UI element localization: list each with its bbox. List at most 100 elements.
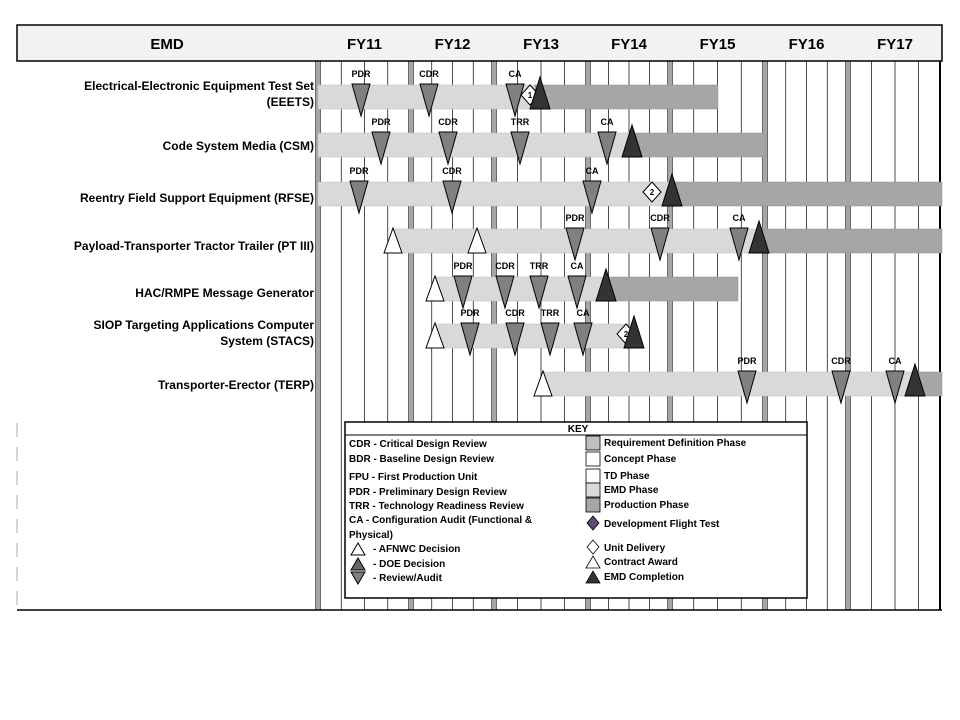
program-label: HAC/RMPE Message Generator xyxy=(135,286,314,300)
afnwc-decision-triangle xyxy=(467,226,487,254)
milestone-label: CA xyxy=(586,166,599,176)
key-title: KEY xyxy=(568,424,589,435)
review-audit-triangle xyxy=(460,322,480,357)
program-label: (EEETS) xyxy=(267,95,314,109)
review-audit-triangle xyxy=(349,180,369,215)
contract-award-icon xyxy=(585,555,601,569)
key-phase-label: Requirement Definition Phase xyxy=(604,438,747,449)
key-abbreviation: CDR - Critical Design Review xyxy=(349,439,487,450)
review-audit-triangle xyxy=(510,131,530,166)
milestone-label: CA xyxy=(509,69,522,79)
milestone-label: CDR xyxy=(419,69,439,79)
unit-delivery-diamond xyxy=(642,181,662,203)
header-title: EMD xyxy=(150,36,184,53)
emd-completion-triangle xyxy=(621,123,643,158)
emd-phase-bar xyxy=(317,181,671,207)
milestone-label: CDR xyxy=(650,213,670,223)
milestone-label: PDR xyxy=(371,117,391,127)
review-audit-triangle xyxy=(885,370,905,405)
review-audit-triangle xyxy=(351,83,371,118)
afnwc-decision-triangle xyxy=(383,226,403,254)
program-labels: Electrical-Electronic Equipment Test Set… xyxy=(74,79,314,392)
milestone-label: CDR xyxy=(495,261,515,271)
year-header: FY11 xyxy=(347,36,382,53)
milestone-label: CDR xyxy=(831,356,851,366)
year-header: FY14 xyxy=(611,36,648,53)
milestone-label: PDR xyxy=(460,308,480,318)
year-header: FY13 xyxy=(523,36,559,53)
review-audit-triangle xyxy=(597,131,617,166)
review-audit-triangle xyxy=(582,180,602,215)
development-flight-test-icon xyxy=(586,515,600,531)
review-audit-triangle xyxy=(540,322,560,357)
phase-swatch xyxy=(585,497,601,513)
milestone-label: PDR xyxy=(565,213,585,223)
program-label: Payload-Transporter Tractor Trailer (PT … xyxy=(74,239,314,253)
phase-swatch xyxy=(585,482,601,498)
milestone-label: CA xyxy=(577,308,590,318)
milestone-label: PDR xyxy=(351,69,371,79)
milestone-label: PDR xyxy=(737,356,757,366)
unit-delivery-number: 2 xyxy=(624,330,629,339)
milestone-label: CDR xyxy=(505,308,525,318)
milestone-label: TRR xyxy=(511,117,530,127)
afnwc-decision-icon xyxy=(350,542,366,556)
emd-phase-bar xyxy=(317,132,631,158)
phase-swatch xyxy=(585,435,601,451)
key-phase-label: Concept Phase xyxy=(604,454,677,465)
review-audit-triangle xyxy=(573,322,593,357)
key-phase-label: Production Phase xyxy=(604,500,689,511)
emd-completion-triangle xyxy=(661,172,683,207)
program-label: Reentry Field Support Equipment (RFSE) xyxy=(80,191,314,205)
key-abbreviation: PDR - Preliminary Design Review xyxy=(349,487,507,498)
production-phase-bar xyxy=(757,228,943,254)
review-audit-triangle xyxy=(371,131,391,166)
key-symbol-label: - DOE Decision xyxy=(373,559,445,570)
key-symbol-label: - AFNWC Decision xyxy=(373,544,460,555)
emd-completion-triangle xyxy=(748,219,770,254)
review-audit-triangle xyxy=(442,180,462,215)
year-header: FY15 xyxy=(700,36,736,53)
review-audit-triangle xyxy=(737,370,757,405)
milestone-label: CDR xyxy=(438,117,458,127)
review-audit-triangle xyxy=(438,131,458,166)
review-audit-triangle xyxy=(419,83,439,118)
emd-completion-triangle xyxy=(623,314,645,349)
program-label: Transporter-Erector (TERP) xyxy=(158,378,314,392)
review-audit-triangle xyxy=(831,370,851,405)
emd-completion-triangle xyxy=(529,75,551,110)
key-abbreviation: FPU - First Production Unit xyxy=(349,472,478,483)
milestone-label: CA xyxy=(889,356,902,366)
milestone-label: PDR xyxy=(453,261,473,271)
key-phase-label: EMD Phase xyxy=(604,485,659,496)
program-label: System (STACS) xyxy=(220,334,314,348)
key-phase-label: EMD Completion xyxy=(604,572,684,583)
emd-completion-triangle xyxy=(595,267,617,302)
milestone-label: CA xyxy=(601,117,614,127)
doe-decision-icon xyxy=(350,557,366,571)
unit-delivery-number: 2 xyxy=(650,188,655,197)
key-phase-label: Development Flight Test xyxy=(604,519,720,530)
header-row xyxy=(16,24,943,62)
program-label: Code System Media (CSM) xyxy=(163,139,314,153)
milestone-label: PDR xyxy=(349,166,369,176)
production-phase-bar xyxy=(604,276,739,302)
milestone-label: TRR xyxy=(530,261,549,271)
program-label: SIOP Targeting Applications Computer xyxy=(94,318,315,332)
review-audit-triangle xyxy=(650,227,670,262)
afnwc-decision-triangle xyxy=(425,321,445,349)
key-phase-label: Contract Award xyxy=(604,557,678,568)
phase-swatch xyxy=(585,451,601,467)
production-phase-bar xyxy=(669,181,943,207)
phase-swatch xyxy=(585,468,601,484)
review-audit-triangle xyxy=(495,275,515,310)
review-audit-icon xyxy=(350,571,366,585)
production-phase-bar xyxy=(534,84,719,110)
key-abbreviation: Physical) xyxy=(349,530,393,541)
key-abbreviation: TRR - Technology Readiness Review xyxy=(349,501,524,512)
grid-line-year xyxy=(845,24,851,611)
